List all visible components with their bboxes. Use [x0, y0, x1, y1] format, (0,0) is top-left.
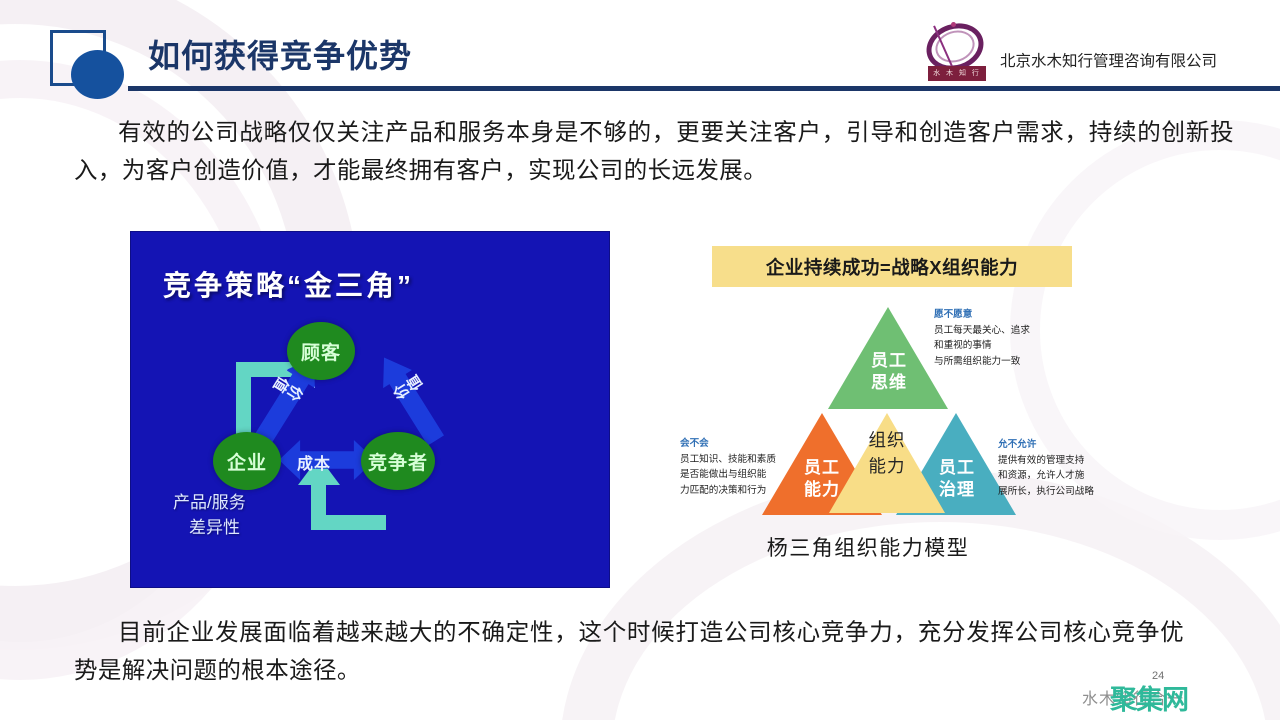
- intro-paragraph: 有效的公司战略仅仅关注产品和服务本身是不够的，更要关注客户，引导和创造客户需求，…: [74, 119, 1234, 183]
- annotation-capability-line1: 员工知识、技能和素质: [680, 453, 776, 465]
- annotation-capability: 会不会 员工知识、技能和素质 是否能做出与组织能 力匹配的决策和行为: [680, 436, 776, 498]
- yang-triangle-model-diagram: 企业持续成功=战略X组织能力 员工 思维 员工 能力 员工 治理 组织 能力 愿…: [640, 235, 1140, 575]
- triangle-label-governance: 员工 治理: [930, 457, 984, 501]
- logo-badge-label: 水 木 知 行: [928, 66, 986, 81]
- diagram-title: 竞争策略“金三角”: [163, 270, 415, 301]
- annotation-governance-line2: 和资源，允许人才施: [998, 470, 1085, 481]
- page-number: 24: [1152, 670, 1165, 682]
- annotation-thinking-line2: 和重视的事情: [934, 340, 992, 351]
- annotation-governance-head: 允不允许: [998, 439, 1037, 450]
- page-title: 如何获得竞争优势: [148, 38, 413, 74]
- node-company: 企业: [213, 432, 281, 490]
- logo-dot: [951, 22, 956, 27]
- model-banner: 企业持续成功=战略X组织能力: [712, 246, 1072, 287]
- triangle-employee-thinking: [828, 307, 948, 409]
- annotation-thinking-line3: 与所需组织能力一致: [934, 355, 1021, 367]
- annotation-capability-line2: 是否能做出与组织能: [680, 469, 767, 480]
- annotation-thinking: 愿不愿意 员工每天最关心、追求 和重视的事情 与所需组织能力一致: [934, 307, 1030, 369]
- triangle-label-organization-line2: 能力: [868, 456, 906, 476]
- diagram-note-line-2: 差异性: [189, 518, 240, 537]
- golden-triangle-diagram: 竞争策略“金三角” 价值 价值 成本 顾客 企业 竞争者 产品/服务 差异性: [130, 231, 610, 588]
- triangle-label-governance-line1: 员工: [939, 458, 975, 477]
- input-arrow-shaft-horizontal: [311, 515, 386, 530]
- triangle-label-organization: 组织 能力: [860, 427, 914, 479]
- diagram-note: 产品/服务 差异性: [173, 490, 246, 540]
- triangle-label-thinking: 员工 思维: [862, 350, 916, 394]
- annotation-thinking-line1: 员工每天最关心、追求: [934, 324, 1030, 336]
- triangle-label-capability: 员工 能力: [795, 457, 849, 501]
- company-name: 北京水木知行管理咨询有限公司: [1000, 53, 1218, 70]
- triangle-label-capability-line1: 员工: [804, 458, 840, 477]
- model-caption: 杨三角组织能力模型: [766, 537, 970, 560]
- triangle-label-thinking-line1: 员工: [871, 351, 907, 370]
- triangle-label-governance-line2: 治理: [939, 480, 975, 499]
- triangle-label-organization-line1: 组织: [868, 430, 906, 450]
- annotation-governance-line3: 展所长，执行公司战略: [998, 485, 1094, 497]
- triangle-label-thinking-line2: 思维: [871, 373, 907, 392]
- triangle-organization-capability: [829, 413, 945, 513]
- annotation-capability-line3: 力匹配的决策和行为: [680, 484, 767, 496]
- node-customer: 顾客: [287, 322, 355, 380]
- annotation-thinking-head: 愿不愿意: [934, 309, 973, 320]
- model-banner-label: 企业持续成功=战略X组织能力: [765, 256, 1019, 278]
- node-competitor: 竞争者: [361, 432, 435, 490]
- filled-circle-icon: [71, 50, 124, 99]
- header-divider: [128, 86, 1280, 91]
- conclusion-paragraph: 目前企业发展面临着越来越大的不确定性，这个时候打造公司核心竞争力，充分发挥公司核…: [74, 619, 1184, 683]
- company-logo-icon: 水 木 知 行: [920, 16, 996, 84]
- site-watermark: 聚集网: [1110, 685, 1189, 715]
- footer-watermark-text: 水木知行合一: [1082, 691, 1185, 708]
- annotation-capability-head: 会不会: [680, 438, 709, 449]
- triangle-label-capability-line2: 能力: [804, 480, 840, 499]
- annotation-governance: 允不允许 提供有效的管理支持 和资源，允许人才施 展所长，执行公司战略: [998, 437, 1094, 499]
- diagram-note-line-1: 产品/服务: [173, 493, 246, 512]
- annotation-governance-line1: 提供有效的管理支持: [998, 454, 1085, 466]
- arrow-label-cost: 成本: [297, 456, 332, 473]
